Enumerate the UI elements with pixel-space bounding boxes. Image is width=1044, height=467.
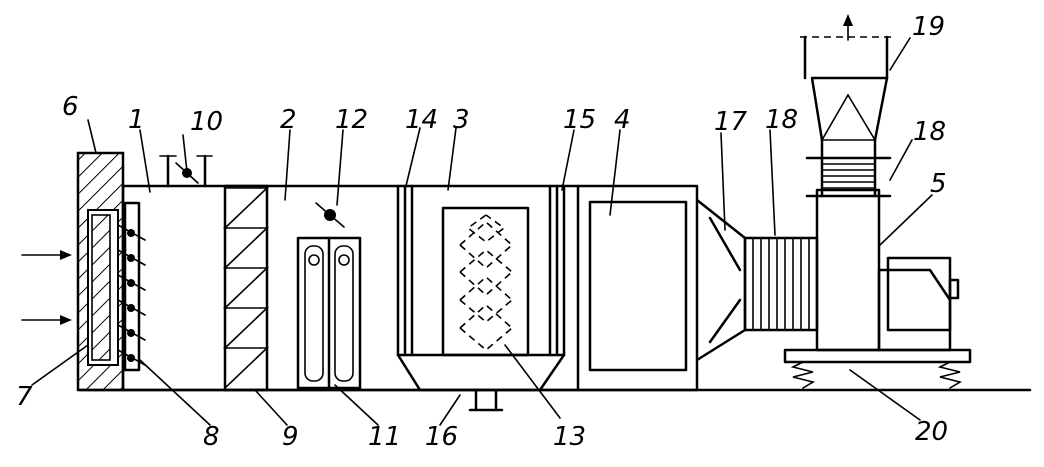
label-7: 7 xyxy=(16,382,33,412)
section-4-panel xyxy=(588,200,688,372)
flex-connector-horizontal xyxy=(743,236,819,332)
separator-15 xyxy=(548,184,580,392)
vibration-base xyxy=(783,348,972,389)
sump-tray xyxy=(396,353,566,412)
spray-chamber xyxy=(396,206,566,357)
part-labels: 6 1 10 2 12 14 3 15 4 17 18 18 5 19 7 8 … xyxy=(16,12,948,452)
valve-10 xyxy=(159,154,213,188)
separator-14 xyxy=(396,184,414,357)
label-13: 13 xyxy=(553,422,586,452)
label-19: 19 xyxy=(912,12,945,42)
louver-damper xyxy=(117,201,146,372)
label-14: 14 xyxy=(405,105,438,135)
unit-housing xyxy=(121,184,699,392)
label-8: 8 xyxy=(203,422,220,452)
filter-section xyxy=(223,184,269,392)
label-2: 2 xyxy=(280,105,297,135)
label-6: 6 xyxy=(62,92,79,122)
inlet-frame xyxy=(76,151,125,392)
transition-cone xyxy=(695,198,747,362)
label-11: 11 xyxy=(368,422,401,452)
label-4: 4 xyxy=(614,105,631,135)
label-18-vertical: 18 xyxy=(913,117,946,147)
label-20: 20 xyxy=(915,417,948,447)
flex-connector-vertical xyxy=(805,156,892,198)
heater-section xyxy=(296,202,362,390)
label-18-horizontal: 18 xyxy=(765,105,798,135)
label-5: 5 xyxy=(930,169,947,199)
label-15: 15 xyxy=(563,105,596,135)
label-16: 16 xyxy=(425,422,458,452)
label-12: 12 xyxy=(335,105,368,135)
exhaust-diffuser xyxy=(800,14,892,160)
label-10: 10 xyxy=(190,107,223,137)
label-3: 3 xyxy=(453,105,470,135)
fan-unit xyxy=(815,188,960,352)
label-17: 17 xyxy=(714,107,748,137)
leader-lines xyxy=(31,37,933,426)
label-1: 1 xyxy=(128,105,145,135)
inlet-arrows xyxy=(21,250,72,325)
label-9: 9 xyxy=(282,422,299,452)
